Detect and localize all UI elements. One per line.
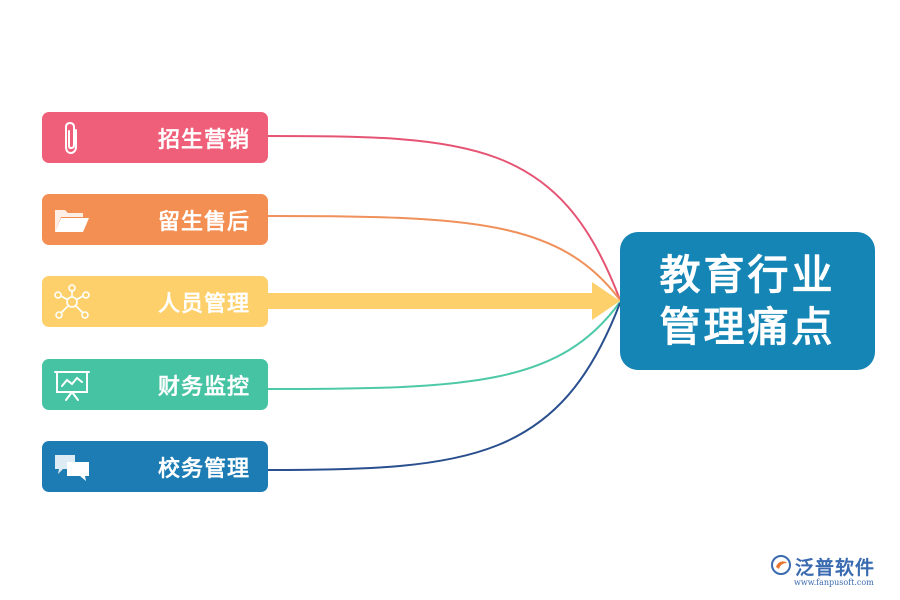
paperclip-icon <box>42 112 102 163</box>
card-label: 招生营销 <box>157 127 250 153</box>
connector-line-1 <box>267 135 621 301</box>
chat-bubbles-icon <box>42 441 102 492</box>
pain-point-card-personnel: 人员管理 <box>42 276 268 327</box>
brand-logo: 泛普软件 www.fanpusoft.com <box>770 553 876 587</box>
card-label: 校务管理 <box>157 456 250 482</box>
presentation-board-icon <box>42 359 102 410</box>
pain-point-card-recruitment: 招生营销 <box>42 112 268 163</box>
pain-point-card-school-affairs: 校务管理 <box>42 441 268 492</box>
card-label: 人员管理 <box>157 291 250 317</box>
hub-title-line-2: 管理痛点 <box>659 303 836 351</box>
pain-point-card-finance: 财务监控 <box>42 359 268 410</box>
pain-point-card-retention: 留生售后 <box>42 194 268 245</box>
brand-name: 泛普软件 <box>795 557 876 579</box>
folder-icon <box>42 194 102 245</box>
central-hub: 教育行业 管理痛点 <box>620 232 875 370</box>
brand-url: www.fanpusoft.com <box>794 578 874 587</box>
connector-arrow-3 <box>268 282 620 320</box>
card-label: 留生售后 <box>157 209 250 235</box>
network-icon <box>42 276 102 327</box>
hub-title-line-1: 教育行业 <box>659 251 836 299</box>
connector-line-5 <box>267 302 621 471</box>
connector-line-2 <box>267 215 621 301</box>
card-label: 财务监控 <box>157 374 250 400</box>
brand-logo-icon <box>770 554 792 580</box>
connector-line-4 <box>267 301 621 390</box>
